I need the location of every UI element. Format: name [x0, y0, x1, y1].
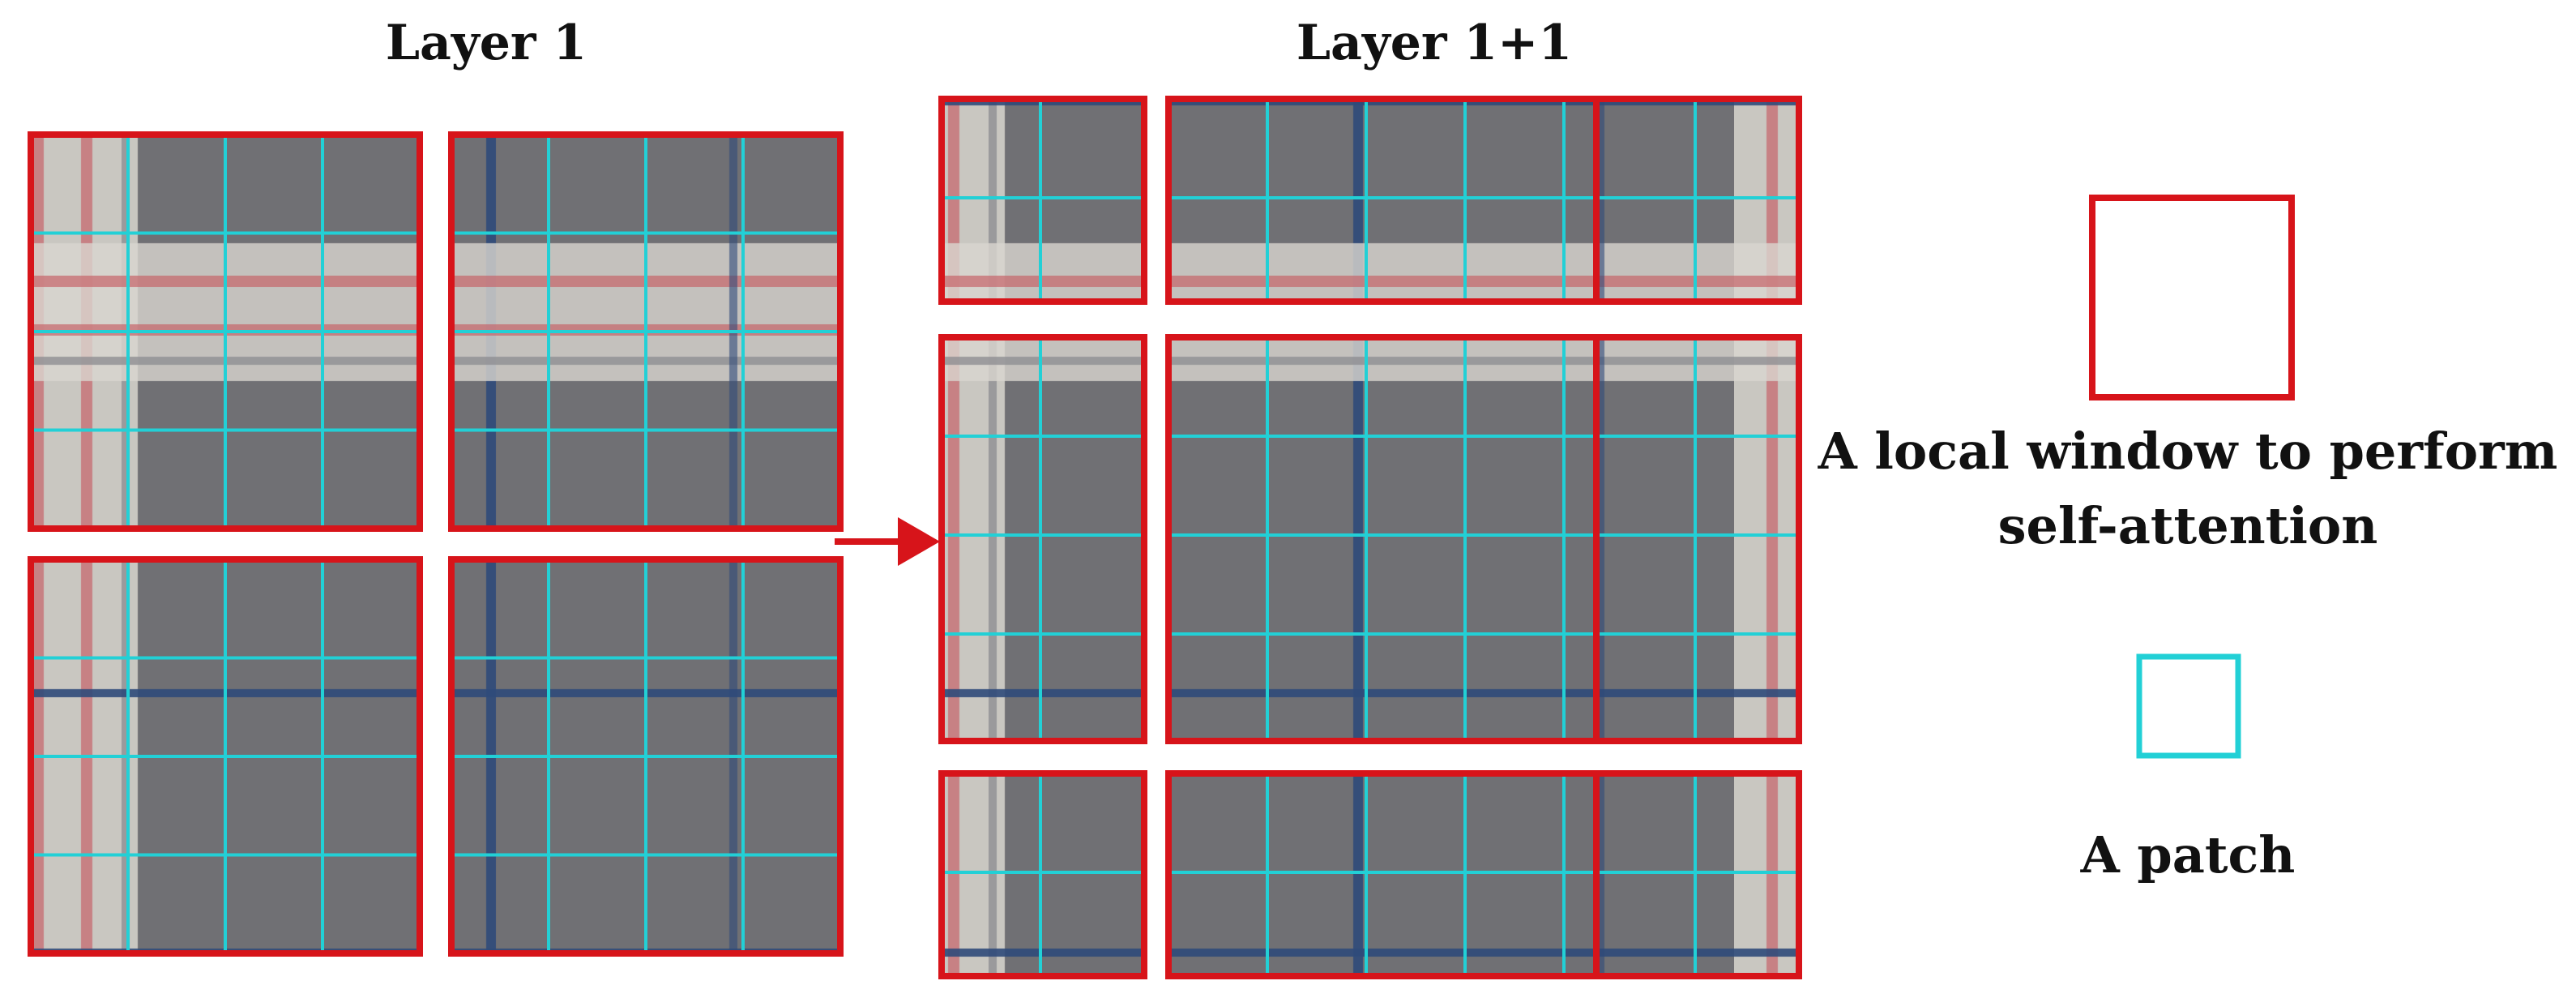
local-window [28, 131, 423, 532]
local-window [938, 770, 1147, 979]
legend-window-label-line1: A local window to perform [1818, 422, 2558, 481]
fabric-texture [1596, 773, 1799, 976]
layer-1-plus-1-title: Layer 1+1 [1296, 15, 1573, 71]
layer-1-title: Layer 1 [385, 15, 587, 71]
local-window [28, 556, 423, 957]
fabric-texture [942, 99, 1144, 302]
local-window [938, 334, 1147, 744]
legend-patch-label: A patch [2080, 825, 2296, 884]
local-window [448, 556, 844, 957]
local-window [448, 131, 844, 532]
fabric-texture [1596, 99, 1799, 302]
legend-window-label-line2: self-attention [1997, 496, 2378, 555]
fabric-texture [1168, 773, 1622, 976]
local-window [938, 96, 1147, 305]
fabric-texture [1596, 337, 1799, 741]
layer-1-windows [28, 131, 844, 957]
fabric-texture [942, 337, 1144, 741]
local-window [1593, 334, 1802, 744]
legend-patch-swatch [2136, 653, 2241, 759]
fabric-texture [942, 773, 1144, 976]
layer-1-plus-1-windows [938, 96, 1802, 979]
arrow-right-icon [835, 517, 940, 566]
legend-window-swatch [2089, 195, 2295, 400]
fabric-texture [1168, 99, 1622, 302]
local-window [1593, 770, 1802, 979]
local-window [1593, 96, 1802, 305]
fabric-texture [1168, 337, 1622, 741]
